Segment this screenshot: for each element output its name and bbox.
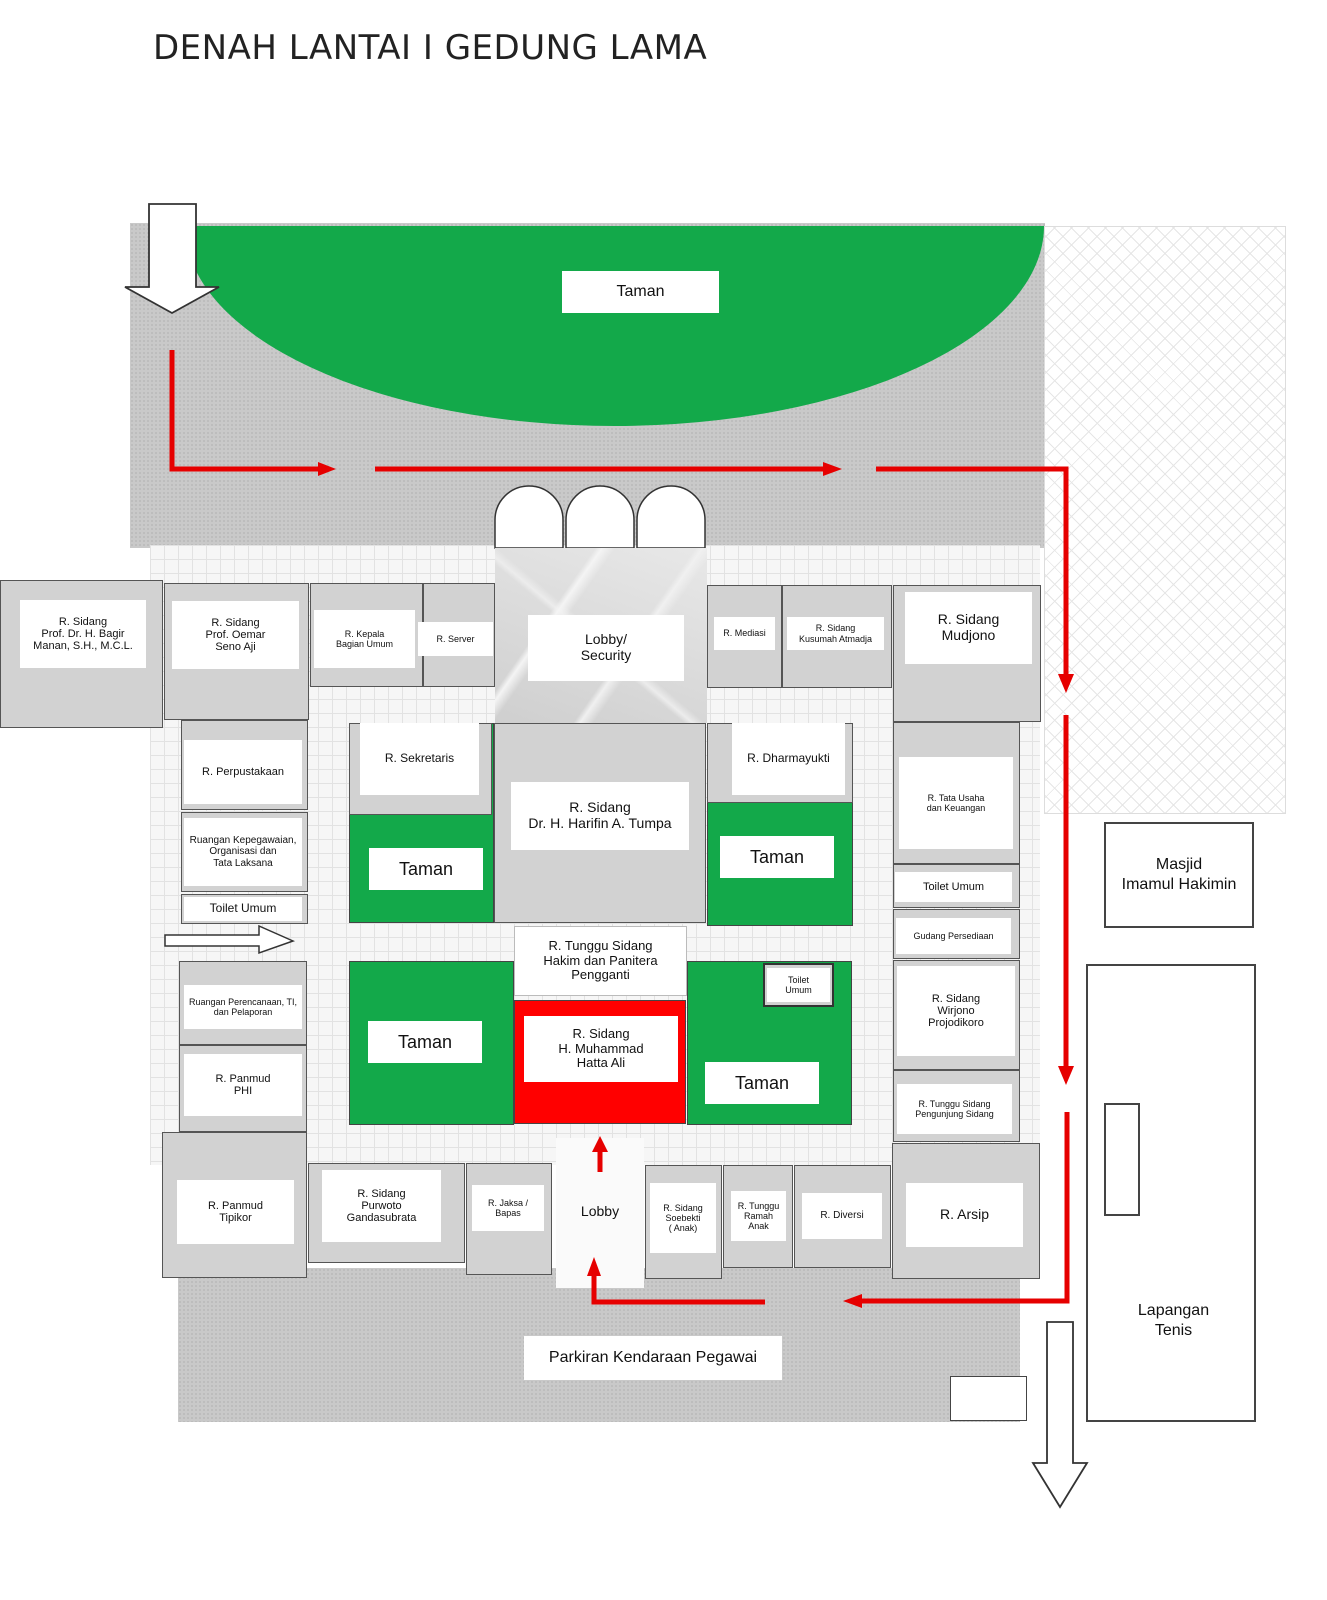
label-sidang-oemar-seno-aji: R. Sidang Prof. Oemar Seno Aji <box>172 601 299 669</box>
taman-northeast-label: Taman <box>720 836 834 878</box>
label-tunggu-hakim-panitera: R. Tunggu Sidang Hakim dan Panitera Peng… <box>514 926 687 996</box>
label-mediasi: R. Mediasi <box>714 617 775 650</box>
label-dharmayukti: R. Dharmayukti <box>732 723 845 795</box>
exit-arrow-icon <box>1031 1321 1089 1509</box>
label-lobby: Lobby <box>580 1203 620 1219</box>
label-perpustakaan: R. Perpustakaan <box>184 740 302 804</box>
masjid-building: Masjid Imamul Hakimin <box>1104 822 1254 928</box>
label-jaksa-bapas: R. Jaksa / Bapas <box>472 1185 544 1231</box>
label-sidang-soebekti: R. Sidang Soebekti ( Anak) <box>650 1183 716 1253</box>
tennis-court-net <box>1104 1103 1140 1216</box>
label-toilet-center: Toilet Umum <box>767 968 830 1002</box>
lobby-security-label: Lobby/ Security <box>528 615 684 681</box>
taman-southeast-label: Taman <box>705 1062 819 1104</box>
label-tunggu-pengunjung: R. Tunggu Sidang Pengunjung Sidang <box>897 1084 1012 1134</box>
label-panmud-tipikor: R. Panmud Tipikor <box>177 1180 294 1244</box>
label-sidang-harifin-tumpa: R. Sidang Dr. H. Harifin A. Tumpa <box>511 782 689 850</box>
gate-box <box>950 1376 1027 1421</box>
label-lapangan-tenis: Lapangan Tenis <box>1110 1290 1237 1352</box>
label-sidang-purwoto: R. Sidang Purwoto Gandasubrata <box>322 1170 441 1242</box>
label-perencanaan: Ruangan Perencanaan, TI, dan Pelaporan <box>184 985 302 1029</box>
label-sidang-bagir-manan: R. Sidang Prof. Dr. H. Bagir Manan, S.H.… <box>20 600 146 668</box>
label-server: R. Server <box>418 622 493 656</box>
label-sidang-kusumah-atmadja: R. Sidang Kusumah Atmadja <box>787 617 884 650</box>
label-sekretaris: R. Sekretaris <box>360 723 479 795</box>
red-route-icon <box>169 350 1070 1305</box>
right-plaza <box>1044 226 1286 814</box>
label-sidang-mudjono: R. Sidang Mudjono <box>905 592 1032 664</box>
taman-northwest-label: Taman <box>369 848 483 890</box>
taman-southwest-label: Taman <box>368 1021 482 1063</box>
map-title: DENAH LANTAI I GEDUNG LAMA <box>153 28 708 68</box>
taman-top-label: Taman <box>562 271 719 313</box>
label-tata-usaha: R. Tata Usaha dan Keuangan <box>899 757 1013 849</box>
label-sidang-hatta-ali: R. Sidang H. Muhammad Hatta Ali <box>524 1016 678 1082</box>
label-toilet-left: Toilet Umum <box>184 897 302 921</box>
red-arrowheads-icon <box>318 462 1074 1308</box>
entry-arrow-icon <box>124 203 220 315</box>
label-gudang-persediaan: Gudang Persediaan <box>896 918 1011 954</box>
label-diversi: R. Diversi <box>802 1193 882 1239</box>
label-kepala-bagian-umum: R. Kepala Bagian Umum <box>314 610 415 668</box>
label-kepegawaian: Ruangan Kepegawaian, Organisasi dan Tata… <box>184 818 302 886</box>
label-sidang-wirjono: R. Sidang Wirjono Projodikoro <box>897 966 1015 1056</box>
label-toilet-right: Toilet Umum <box>895 872 1012 902</box>
side-entry-arrow-icon <box>164 924 296 955</box>
label-panmud-phi: R. Panmud PHI <box>184 1054 302 1116</box>
label-arsip: R. Arsip <box>906 1183 1023 1247</box>
label-tunggu-ramah-anak: R. Tunggu Ramah Anak <box>731 1191 786 1241</box>
label-parkiran: Parkiran Kendaraan Pegawai <box>524 1336 782 1380</box>
